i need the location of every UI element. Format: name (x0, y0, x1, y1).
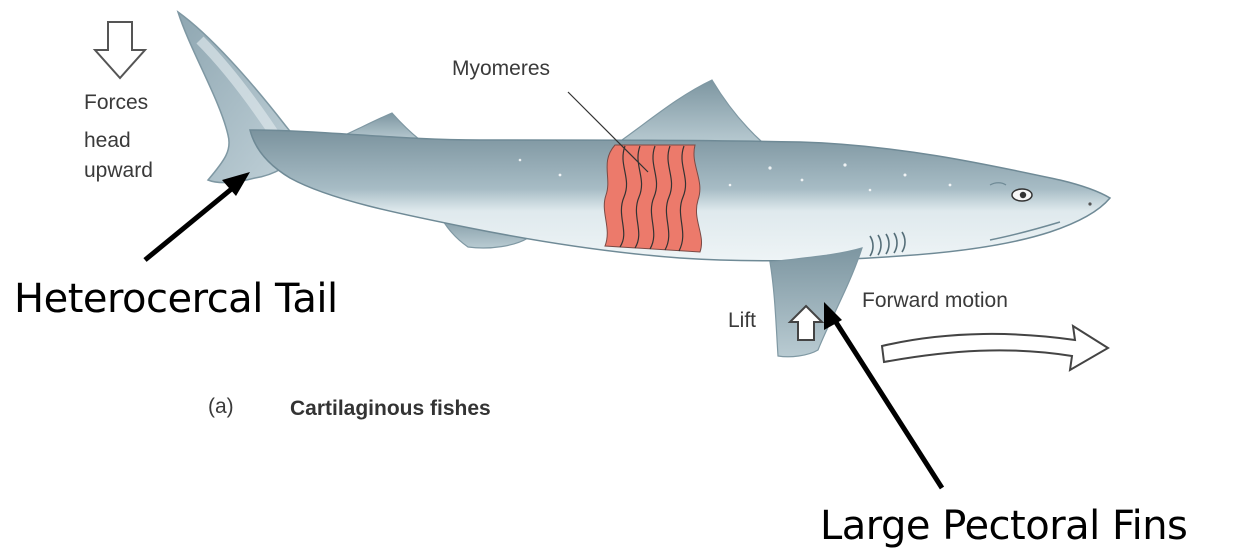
forward-motion-label: Forward motion (862, 290, 1008, 311)
lift-label: Lift (728, 310, 756, 331)
pectoral-pointer-arrow (824, 302, 942, 488)
forces-down-arrow-icon (95, 22, 145, 78)
large-pectoral-fins-label: Large Pectoral Fins (820, 506, 1187, 546)
myomeres-label: Myomeres (452, 58, 550, 79)
forward-motion-arrow-icon (882, 326, 1108, 370)
tail-pointer-arrow (145, 172, 250, 260)
forces-label-line3: upward (84, 160, 153, 181)
forces-label-line1: Forces (84, 92, 148, 113)
first-dorsal-fin (622, 80, 762, 145)
forces-label-line2: head (84, 130, 131, 151)
heterocercal-tail-label: Heterocercal Tail (14, 279, 338, 319)
figure-caption: Cartilaginous fishes (290, 398, 491, 419)
caption-letter: (a) (208, 396, 234, 417)
myomeres (604, 145, 701, 252)
